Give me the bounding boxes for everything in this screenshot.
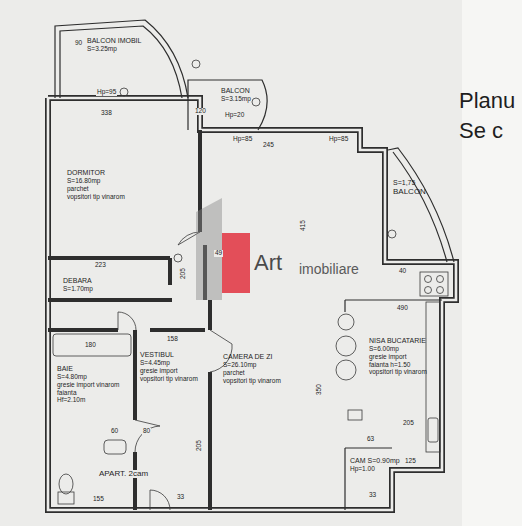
- room-text: vopsitori tip vinarom: [369, 368, 427, 376]
- room-text: NISA BUCATARIE: [369, 337, 427, 345]
- room-text: Hp=1.00: [350, 465, 400, 473]
- dimension: 180: [84, 342, 97, 349]
- room-text: BALCON: [221, 87, 251, 95]
- dimension: 338: [100, 110, 113, 117]
- room-label: DEBARAS=1.70mp: [62, 276, 94, 294]
- dimension: 33: [368, 492, 377, 499]
- room-label: NISA BUCATARIES=6.00mpgresie importfaian…: [368, 336, 428, 377]
- dimension: 205: [180, 267, 187, 280]
- balcony-room: S=1,75BALCON: [392, 178, 427, 198]
- dimension: 80: [142, 428, 151, 435]
- room-text: S=1.70mp: [63, 285, 93, 293]
- room-text: gresie import: [369, 353, 427, 361]
- room-text: gresie import vinarom: [57, 381, 120, 389]
- room-text: vopsitori tip vinarom: [140, 375, 198, 383]
- room-text: DORMITOR: [67, 169, 125, 177]
- window-height: Hp=85: [328, 136, 349, 143]
- apartment-label: APART. 2cam: [98, 470, 149, 478]
- balcony-room: BALCON IMOBILS=3.25mp: [86, 36, 142, 54]
- room-text: gresie import: [140, 367, 198, 375]
- heading: Se c: [458, 120, 504, 142]
- room-label: VESTIBULS=4.45mpgresie importvopsitori t…: [139, 350, 199, 383]
- window-height: Hp=20: [224, 112, 245, 119]
- room-text: CAM S=0.90mp: [350, 457, 400, 465]
- walls: [48, 20, 456, 510]
- paper: [0, 0, 462, 526]
- room-text: S=4.45mp: [140, 359, 198, 367]
- dimension: 33: [176, 494, 185, 501]
- heading: Planu: [458, 90, 516, 112]
- room-text: BAIE: [57, 365, 120, 373]
- dimension: 125: [404, 458, 417, 465]
- dimension: 490: [396, 305, 409, 312]
- watermark: [196, 198, 250, 300]
- watermark: Art: [253, 252, 283, 274]
- dimension: 223: [94, 262, 107, 269]
- room-text: S=3.25mp: [87, 45, 141, 53]
- dimension: 120: [194, 108, 207, 115]
- dimension: 155: [92, 496, 105, 503]
- room-text: S=3.15mp: [221, 95, 251, 103]
- room-text: vopsitori tip vinarom: [223, 377, 281, 385]
- dimension: 350: [316, 383, 323, 396]
- room-label: CAM S=0.90mpHp=1.00: [349, 456, 401, 474]
- room-text: faianta: [57, 389, 120, 397]
- room-text: parchet: [223, 369, 281, 377]
- dimension: 205: [196, 439, 203, 452]
- dimension: 158: [166, 336, 179, 343]
- dimension: 245: [262, 142, 275, 149]
- window-height: Hp=95: [96, 89, 117, 96]
- room-text: BALCON: [393, 187, 426, 196]
- room-text: Hf=2.10m: [57, 396, 120, 404]
- balcony-room: BALCONS=3.15mp: [220, 86, 252, 104]
- room-text: faianta h=1.50: [369, 361, 427, 369]
- room-label: DORMITORS=16.80mpparchetvopsitori tip vi…: [66, 168, 126, 201]
- room-text: S=4.80mp: [57, 373, 120, 381]
- room-text: DEBARA: [63, 277, 93, 285]
- room-text: S=1,75: [393, 179, 426, 187]
- room-text: CAMERA DE ZI: [223, 353, 281, 361]
- dimension: 415: [300, 219, 307, 232]
- room-text: VESTIBUL: [140, 351, 198, 359]
- room-label: BAIES=4.80mpgresie import vinaromfaianta…: [56, 364, 121, 405]
- window-height: Hp=85: [232, 136, 253, 143]
- room-text: S=26.10mp: [223, 361, 281, 369]
- dimension: 60: [110, 428, 119, 435]
- room-text: vopsitori tip vinarom: [67, 193, 125, 201]
- room-label: CAMERA DE ZIS=26.10mpparchetvopsitori ti…: [222, 352, 282, 385]
- room-text: S=16.80mp: [67, 177, 125, 185]
- dimension: 49: [214, 250, 223, 257]
- watermark: imobiliare: [298, 262, 360, 276]
- dimension: 90: [74, 40, 83, 47]
- fixtures: [53, 60, 448, 504]
- dimension: 205: [402, 420, 415, 427]
- dimension: 40: [398, 268, 407, 275]
- room-text: S=6.00mp: [369, 345, 427, 353]
- room-text: parchet: [67, 185, 125, 193]
- room-text: BALCON IMOBIL: [87, 37, 141, 45]
- dimension: 63: [366, 436, 375, 443]
